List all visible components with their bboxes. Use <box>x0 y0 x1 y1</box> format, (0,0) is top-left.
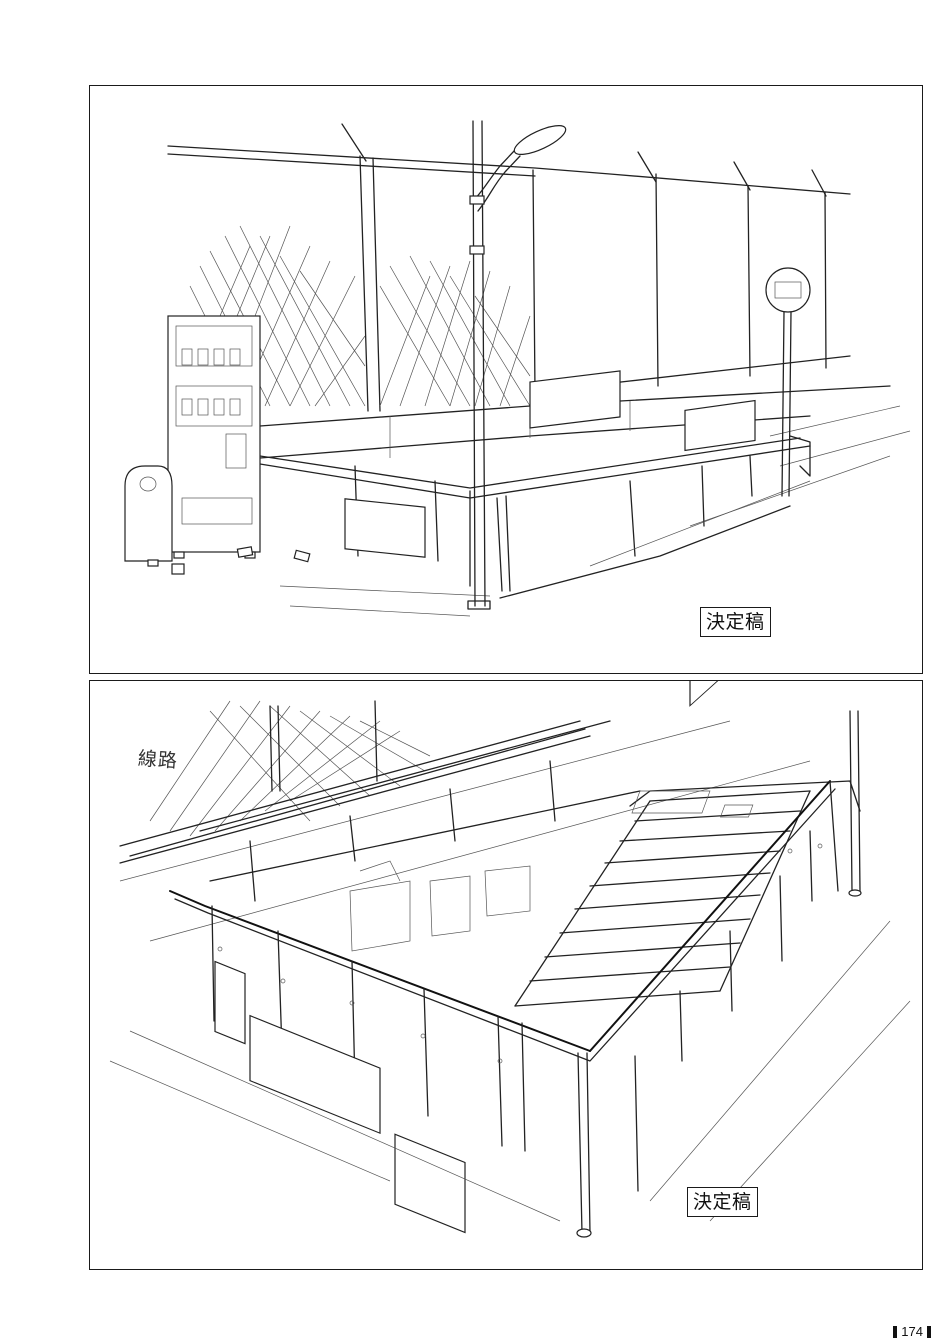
background-art-panel-top: 決定稿 <box>89 85 923 674</box>
handwritten-note: 線路 <box>137 747 179 773</box>
page-number: 174 <box>893 1324 931 1339</box>
final-draft-stamp: 決定稿 <box>700 607 771 637</box>
background-art-panel-bottom: 線路 決定稿 <box>89 680 923 1270</box>
sketch-stairwell-railing <box>109 681 911 1238</box>
sketch-platform-vending-machine <box>124 120 911 617</box>
final-draft-stamp: 決定稿 <box>687 1187 758 1217</box>
page-marker-right <box>927 1325 931 1338</box>
page-marker-left <box>893 1325 898 1338</box>
page-number-text: 174 <box>901 1324 923 1339</box>
